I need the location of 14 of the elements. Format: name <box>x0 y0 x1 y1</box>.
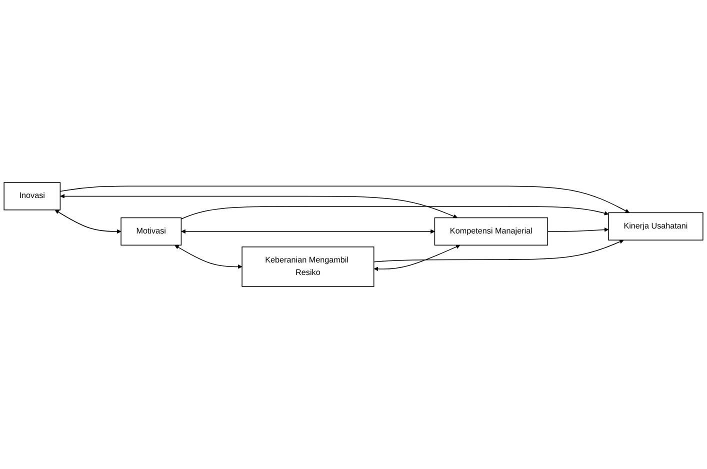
arrow <box>374 240 624 262</box>
arrow <box>180 206 609 220</box>
node-box: Kompetensi Manajerial <box>434 217 548 246</box>
node-box: Motivasi <box>120 217 182 246</box>
arrow <box>60 194 458 218</box>
arrow <box>547 228 609 232</box>
node-box: Inovasi <box>4 182 61 210</box>
arrow <box>60 186 630 213</box>
arrow <box>374 244 460 272</box>
arrow <box>174 245 242 269</box>
node-box: Keberanian Mengambil Resiko <box>242 246 374 287</box>
arrow <box>54 210 122 234</box>
node-box: Kinerja Usahatani <box>608 212 704 240</box>
arrow <box>181 229 435 234</box>
